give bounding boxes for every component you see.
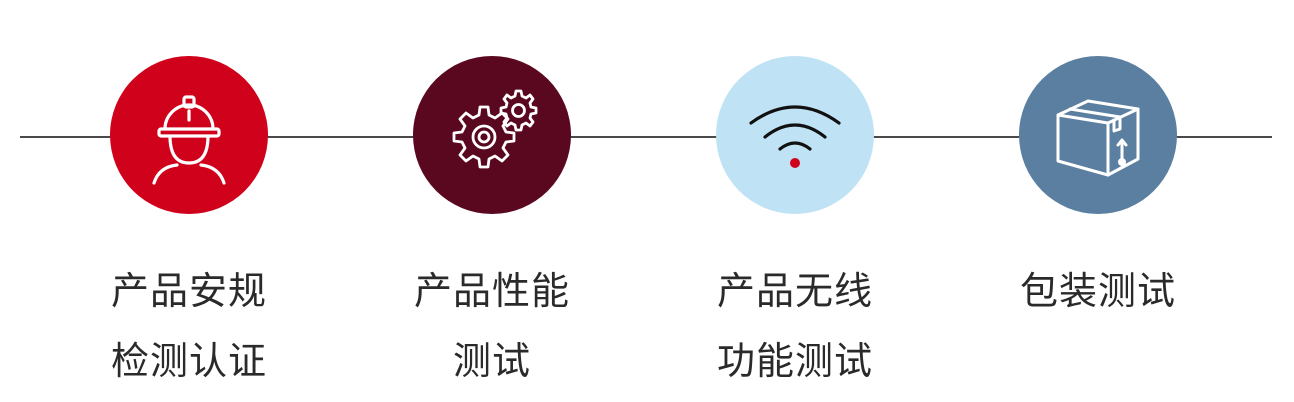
hard-hat-worker-icon — [152, 95, 226, 185]
step-circle — [413, 56, 571, 214]
step-label: 产品安规 检测认证 — [110, 269, 267, 383]
step-circle — [1019, 56, 1177, 214]
step-safety-certification: 产品安规 检测认证 — [79, 56, 299, 396]
step-label: 产品无线 功能测试 — [716, 269, 873, 383]
step-wireless-test: 产品无线 功能测试 — [685, 56, 905, 396]
package-box-icon — [1056, 99, 1140, 177]
step-packaging-test: 包装测试 — [988, 56, 1208, 326]
timeline-line — [20, 136, 1272, 138]
step-circle — [110, 56, 268, 214]
step-label: 包装测试 — [1019, 269, 1176, 313]
step-circle — [716, 56, 874, 214]
step-label: 产品性能 测试 — [413, 269, 570, 383]
wifi-icon — [749, 105, 841, 168]
step-performance-test: 产品性能 测试 — [382, 56, 602, 396]
gears-icon — [452, 89, 538, 169]
